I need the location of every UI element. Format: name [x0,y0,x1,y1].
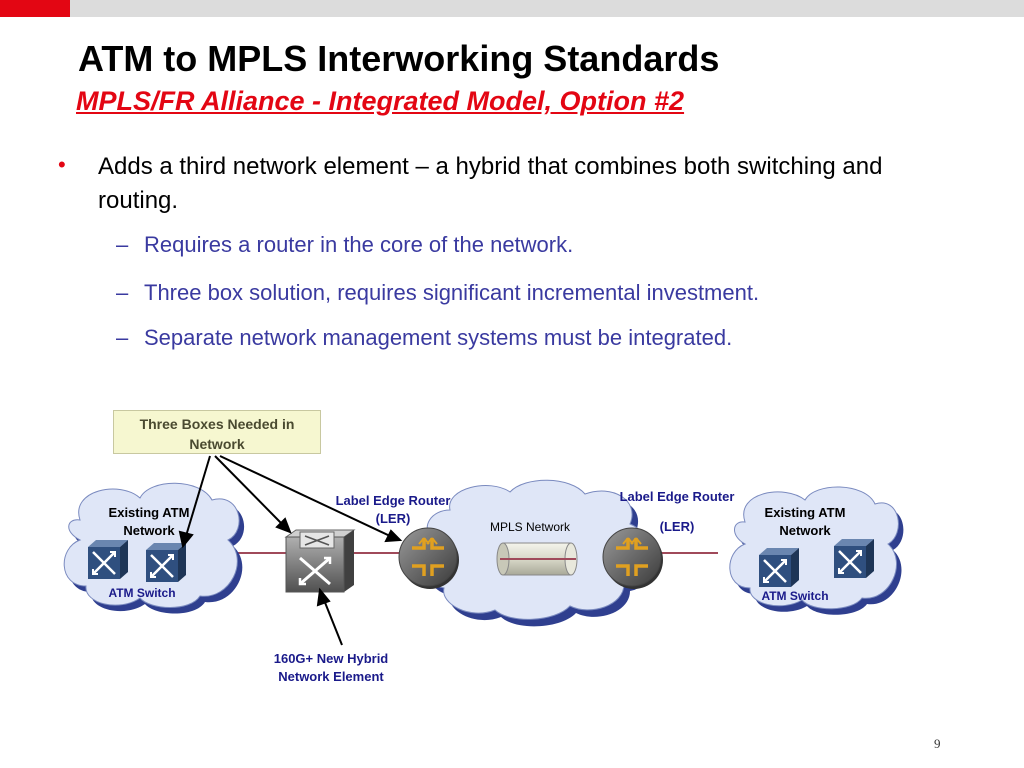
page-title: ATM to MPLS Interworking Standards [78,38,720,79]
page-subtitle: MPLS/FR Alliance - Integrated Model, Opt… [76,86,685,116]
ler-right-label-line2: (LER) [659,519,695,534]
atm-switch-icon [146,543,186,582]
three-boxes-callout: Three Boxes Needed in Network [113,410,321,454]
left-switch-label: ATM Switch [108,586,176,600]
sub-bullet-dash: – [116,280,129,305]
mpls-network-label: MPLS Network [489,520,571,534]
hybrid-element-label: 160G+ New Hybrid Network Element [273,651,389,684]
left-cloud-label: Existing ATM Network [108,505,190,538]
hybrid-network-element-icon [284,529,356,593]
hybrid-label-arrow [316,587,343,646]
callout-arrows [178,455,403,549]
sub-bullet-text: Separate network management systems must… [144,325,733,350]
ler-left-label-line1: Label Edge Router [335,493,451,508]
page-number: 9 [934,736,941,751]
sub-bullet-1: –Requires a router in the core of the ne… [116,232,573,258]
bullet-marker: • [58,152,66,177]
sub-bullet-dash: – [116,325,129,350]
mpls-tunnel-cylinder-icon [496,542,578,576]
right-cloud-label: Existing ATM Network [764,505,846,538]
label-edge-router-icon [602,527,663,589]
sub-bullet-2: –Three box solution, requires significan… [116,280,759,306]
bullet-text: Adds a third network element – a hybrid … [98,153,883,214]
ler-right-label-line1: Label Edge Router [619,489,735,504]
top-accent-bar [0,0,70,17]
sub-bullet-3: –Separate network management systems mus… [116,325,732,351]
atm-switch-icon [834,539,874,578]
atm-switch-icon [759,548,799,587]
sub-bullet-text: Requires a router in the core of the net… [144,232,574,257]
sub-bullet-dash: – [116,232,129,257]
right-switch-label: ATM Switch [761,589,829,603]
ler-left-label-line2: (LER) [375,511,411,526]
top-gray-bar [70,0,1024,17]
atm-switch-icon [88,540,128,579]
sub-bullet-text: Three box solution, requires significant… [144,280,760,305]
label-edge-router-icon [398,527,459,589]
